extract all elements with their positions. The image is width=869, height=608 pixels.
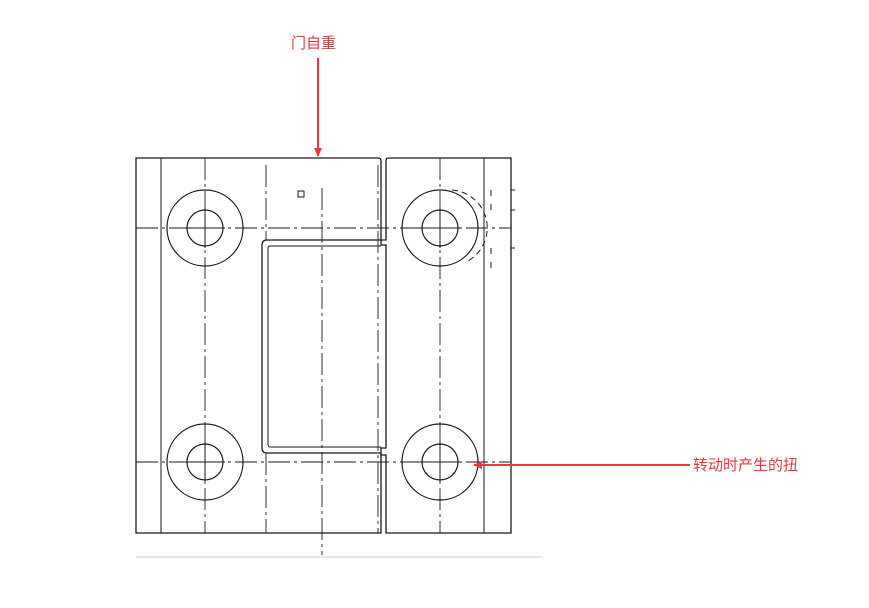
- small-square-mark: [297, 190, 305, 198]
- left-leaf-outline: [135, 157, 382, 534]
- hidden-arc-mark: [451, 189, 488, 263]
- hole-top-right: [401, 189, 488, 267]
- left-recess-inner-edge: [267, 245, 381, 448]
- counterbore-circle: [166, 423, 244, 501]
- counterbore-circle: [166, 189, 244, 267]
- right-hinge-leaf: [380, 157, 512, 534]
- door-weight-label: 门自重: [291, 34, 337, 52]
- right-leaf-outline: [380, 157, 512, 534]
- hole-bottom-left: [166, 423, 244, 501]
- right-edge-dashes: [490, 189, 515, 268]
- counterbore-circle: [401, 189, 479, 267]
- hole-top-left: [166, 189, 244, 267]
- rotation-torque-label: 转动时产生的扭: [693, 456, 799, 474]
- left-hinge-leaf: [135, 157, 382, 534]
